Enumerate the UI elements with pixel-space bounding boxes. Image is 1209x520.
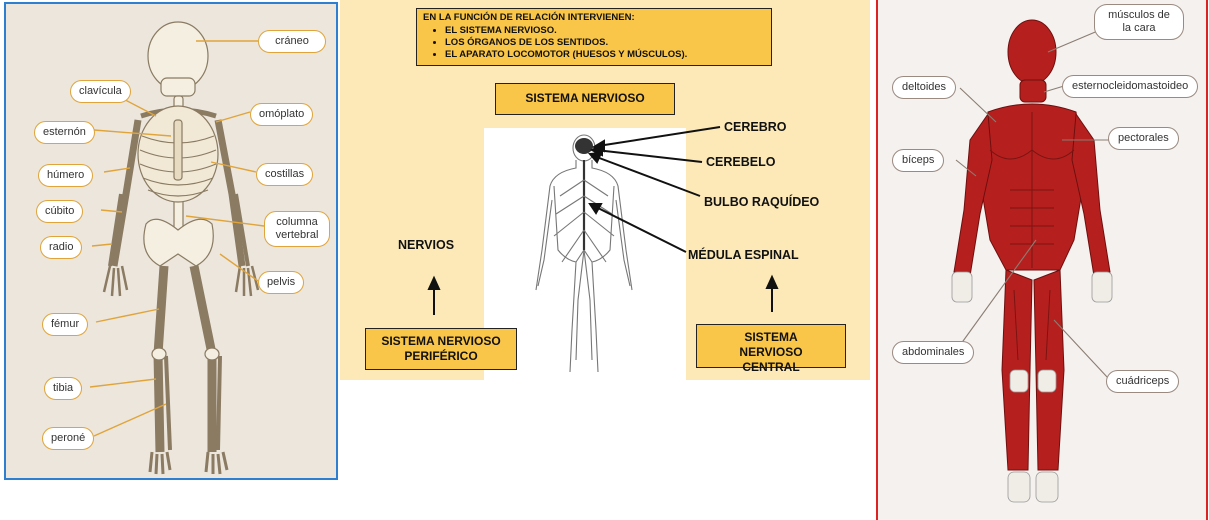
label-cubito: cúbito (36, 200, 83, 223)
label-tibia: tibia (44, 377, 82, 400)
label-musculos-de-la-cara: músculos de la cara (1094, 4, 1184, 40)
box-sistema-nervioso-central: SISTEMA NERVIOSO CENTRAL (696, 324, 846, 368)
label-esternon: esternón (34, 121, 95, 144)
label-pelvis: pelvis (258, 271, 304, 294)
label-pectorales: pectorales (1108, 127, 1179, 150)
label-cerebelo: CEREBELO (706, 155, 775, 169)
label-nervios: NERVIOS (398, 238, 454, 252)
label-cerebro: CEREBRO (724, 120, 787, 134)
label-clavicula: clavícula (70, 80, 131, 103)
label-femur: fémur (42, 313, 88, 336)
label-omoplato: omóplato (250, 103, 313, 126)
label-biceps: bíceps (892, 149, 944, 172)
label-bulbo-raquideo: BULBO RAQUÍDEO (704, 195, 819, 209)
label-craneo: cráneo (258, 30, 326, 53)
label-costillas: costillas (256, 163, 313, 186)
label-radio: radio (40, 236, 82, 259)
label-abdominales: abdominales (892, 341, 974, 364)
label-perone: peroné (42, 427, 94, 450)
label-esternocleidomastoideo: esternocleidomastoideo (1062, 75, 1198, 98)
box-sistema-nervioso-periferico: SISTEMA NERVIOSO PERIFÉRICO (365, 328, 517, 370)
nervous-system-illustration (340, 0, 870, 380)
label-medula-espinal: MÉDULA ESPINAL (688, 248, 799, 262)
muscle-panel: músculos de la cara deltoides esternocle… (876, 0, 1208, 520)
label-humero: húmero (38, 164, 93, 187)
label-deltoides: deltoides (892, 76, 956, 99)
skeleton-panel: cráneo clavícula omóplato esternón húmer… (4, 2, 338, 480)
label-cuadriceps: cuádriceps (1106, 370, 1179, 393)
label-columna-vertebral: columna vertebral (264, 211, 330, 247)
nervous-system-panel: EN LA FUNCIÓN DE RELACIÓN INTERVIENEN: E… (340, 0, 870, 380)
